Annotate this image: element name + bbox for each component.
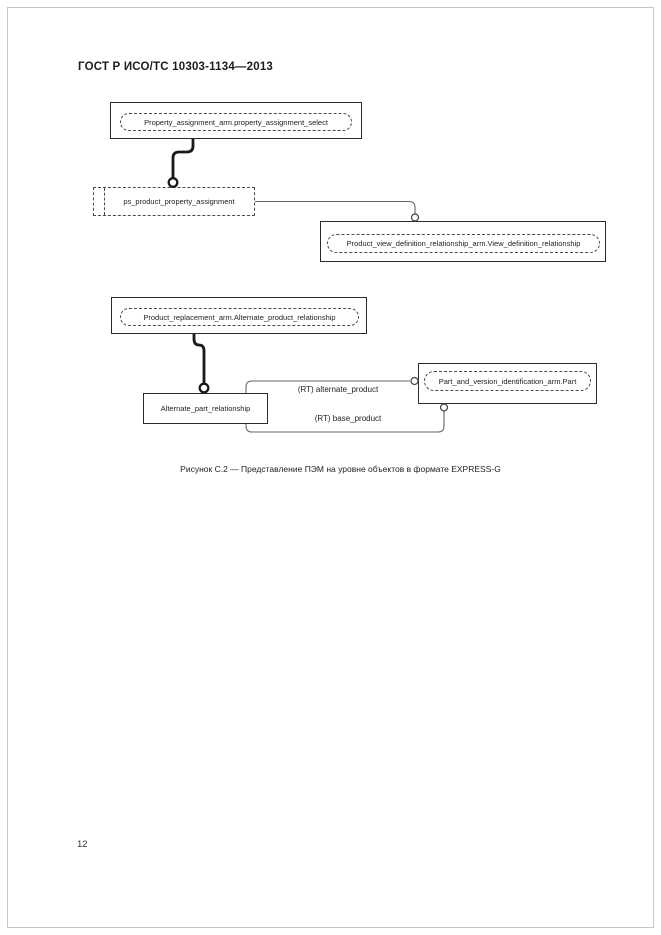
- connector-ps-to-view-definition-line: [255, 200, 416, 214]
- figure-caption: Рисунок С.2 — Представление ПЭМ на уровн…: [180, 464, 501, 474]
- circle-ps-box-top: [167, 177, 179, 188]
- node-view-definition-relationship-oval: Product_view_definition_relationship_arm…: [327, 234, 600, 253]
- node-property-assignment-select-oval: Property_assignment_arm.property_assignm…: [120, 113, 352, 131]
- circle-part-left: [410, 376, 419, 386]
- node-alternate-product-relationship-oval: Product_replacement_arm.Alternate_produc…: [120, 308, 359, 326]
- node-alternate-product-relationship-label: Product_replacement_arm.Alternate_produc…: [143, 312, 336, 322]
- node-property-assignment-select: Property_assignment_arm.property_assignm…: [110, 102, 362, 139]
- circle-alternate-part-top: [198, 382, 210, 394]
- node-part-label: Part_and_version_identification_arm.Part: [438, 376, 577, 386]
- node-part: Part_and_version_identification_arm.Part: [418, 363, 597, 404]
- dashed-box-divider: [104, 188, 105, 215]
- node-alternate-product-relationship: Product_replacement_arm.Alternate_produc…: [111, 297, 367, 334]
- node-view-definition-relationship-label: Product_view_definition_relationship_arm…: [346, 239, 581, 248]
- node-alternate-part-relationship: Alternate_part_relationship: [143, 393, 268, 424]
- page-number: 12: [77, 839, 88, 850]
- node-ps-product-property-assignment-label: ps_product_property_assignment: [123, 197, 235, 206]
- node-property-assignment-select-label: Property_assignment_arm.property_assignm…: [144, 117, 328, 127]
- edge-label-base-product: (RT) base_product: [314, 414, 382, 423]
- connector-property-assignment-to-ps-line: [171, 137, 195, 180]
- circle-part-bottom: [439, 403, 449, 412]
- connector-alternate-to-part-loop-line: [245, 380, 445, 433]
- circle-view-definition-top: [410, 213, 420, 222]
- edge-label-alternate-product: (RT) alternate_product: [297, 385, 379, 394]
- node-alternate-part-relationship-label: Alternate_part_relationship: [160, 404, 251, 413]
- connector-replacement-to-alternate-line: [192, 332, 206, 385]
- document-header: ГОСТ Р ИСО/ТС 10303-1134—2013: [78, 61, 274, 73]
- node-view-definition-relationship: Product_view_definition_relationship_arm…: [320, 221, 606, 262]
- node-part-oval: Part_and_version_identification_arm.Part: [424, 371, 591, 391]
